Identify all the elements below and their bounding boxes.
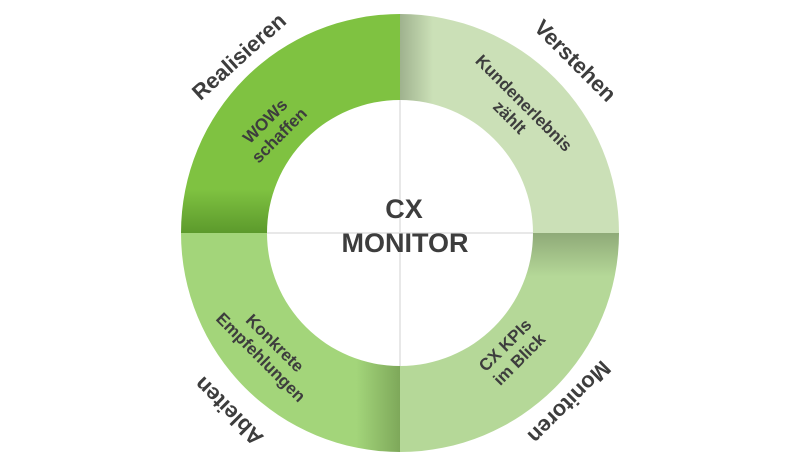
segment-verstehen xyxy=(400,14,619,233)
segment-monitoren xyxy=(400,233,619,452)
segment-realisieren xyxy=(181,14,400,233)
center-title-line2: MONITOR xyxy=(342,228,469,258)
center-title-line1: CX xyxy=(385,194,423,224)
segment-ableiten xyxy=(181,233,400,452)
